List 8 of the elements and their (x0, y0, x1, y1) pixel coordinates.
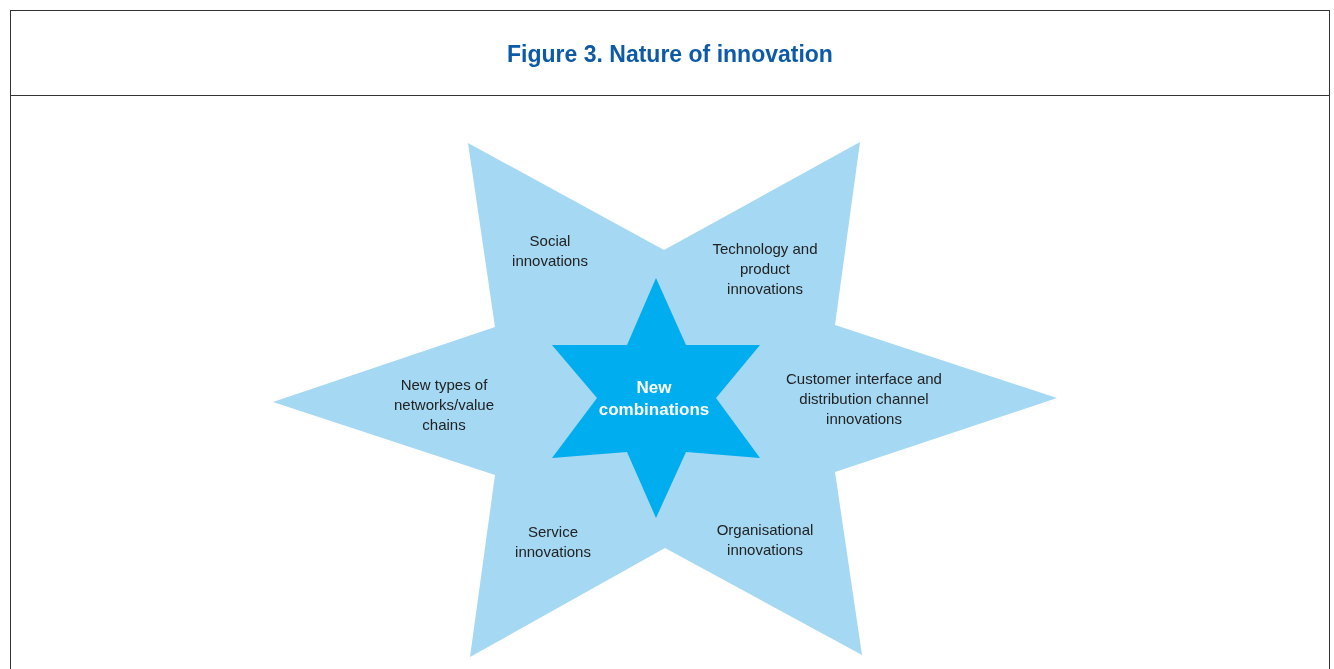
star-point-label: New types of networks/value chains (392, 375, 496, 435)
star-point-label: Customer interface and distribution channel innovations (785, 369, 943, 429)
star-point-label: Organisational innovations (715, 520, 815, 560)
star-point-label: Technology and product innovations (711, 239, 819, 299)
figure-title: Figure 3. Nature of innovation (507, 41, 833, 68)
star-point-label: Social innovations (511, 231, 589, 271)
center-label: New combinations (597, 377, 711, 421)
star-point-label: Service innovations (514, 522, 592, 562)
